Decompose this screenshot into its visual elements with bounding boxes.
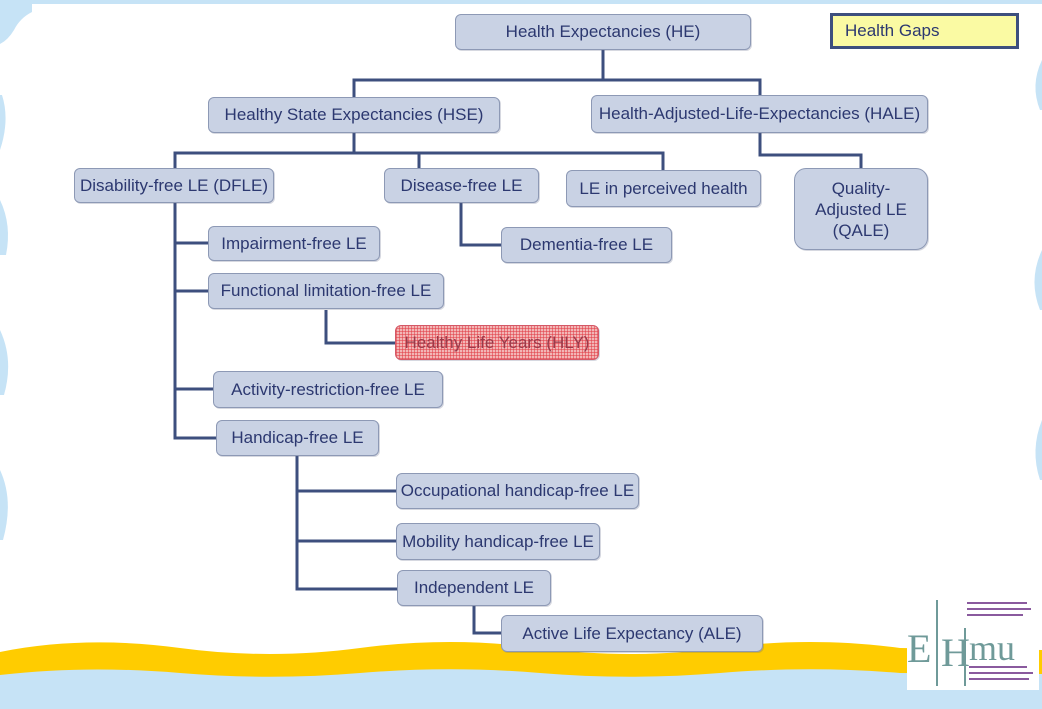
node-label: Independent LE	[413, 578, 535, 597]
node-label: LE in perceived health	[579, 178, 748, 198]
node-label: Healthy State Expectancies (HSE)	[224, 105, 484, 124]
node-label: Impairment-free LE	[221, 233, 367, 253]
node-label: Active Life Expectancy (ALE)	[522, 623, 742, 643]
node-label: Disease-free LE	[400, 175, 523, 195]
node-label: Disability-free LE (DFLE)	[80, 175, 268, 195]
node-functional-limitation-free-le: Functional limitation-free LE	[208, 273, 444, 309]
node-independent-le: Independent LE	[397, 570, 551, 606]
svg-text:mu: mu	[969, 628, 1015, 668]
node-quality-adjusted-le: Quality-Adjusted LE (QALE)	[794, 168, 928, 250]
node-occupational-handicap-free-le: Occupational handicap-free LE	[396, 473, 639, 509]
node-dementia-free-le: Dementia-free LE	[501, 227, 672, 263]
node-label: Occupational handicap-free LE	[400, 481, 635, 500]
health-gaps-badge: Health Gaps	[830, 13, 1019, 49]
node-impairment-free-le: Impairment-free LE	[208, 226, 380, 261]
node-disease-free-le: Disease-free LE	[384, 168, 539, 203]
ehemu-logo-graphic: E H mu	[907, 600, 1033, 686]
node-label: Health-Adjusted-Life-Expectancies (HALE)	[598, 104, 921, 123]
svg-text:H: H	[941, 630, 970, 675]
health-gaps-label: Health Gaps	[845, 21, 940, 40]
node-label: Mobility handicap-free LE	[402, 531, 594, 551]
node-mobility-handicap-free-le: Mobility handicap-free LE	[396, 523, 600, 560]
node-label: Healthy Life Years (HLY)	[404, 332, 590, 352]
node-handicap-free-le: Handicap-free LE	[216, 420, 379, 456]
node-label: Quality-Adjusted LE (QALE)	[815, 178, 907, 240]
node-active-life-expectancy: Active Life Expectancy (ALE)	[501, 615, 763, 652]
node-healthy-life-years: Healthy Life Years (HLY)	[395, 325, 599, 360]
node-label: Functional limitation-free LE	[220, 281, 432, 300]
node-activity-restriction-free-le: Activity-restriction-free LE	[213, 371, 443, 408]
node-health-adjusted-life-expectancies: Health-Adjusted-Life-Expectancies (HALE)	[591, 95, 928, 133]
svg-text:E: E	[907, 626, 931, 671]
node-le-in-perceived-health: LE in perceived health	[566, 170, 761, 207]
node-health-expectancies: Health Expectancies (HE)	[455, 14, 751, 50]
node-label: Activity-restriction-free LE	[231, 379, 425, 399]
node-label: Health Expectancies (HE)	[505, 22, 701, 41]
node-label: Handicap-free LE	[231, 428, 364, 447]
node-label: Dementia-free LE	[519, 235, 654, 254]
ehemu-logo: E H mu	[907, 598, 1039, 690]
node-healthy-state-expectancies: Healthy State Expectancies (HSE)	[208, 97, 500, 133]
node-disability-free-le: Disability-free LE (DFLE)	[74, 168, 274, 203]
